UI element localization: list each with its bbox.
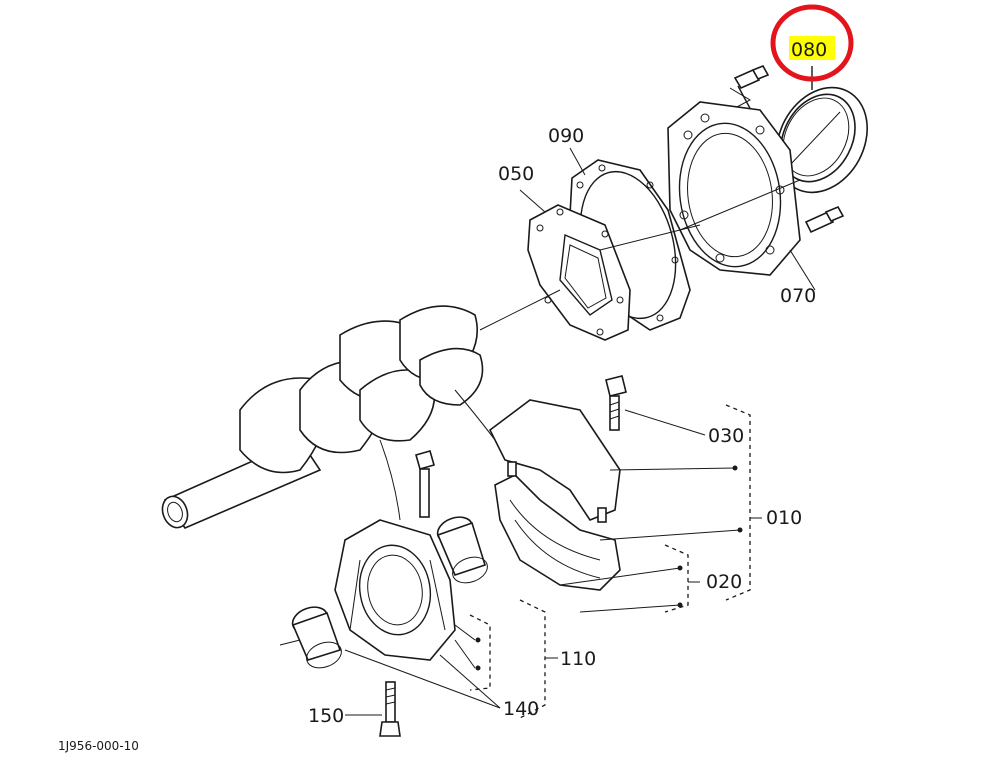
part-label-070[interactable]: 070 — [780, 285, 816, 307]
bolt-030 — [605, 375, 627, 431]
diagram-caption: 1J956-000-10 — [58, 739, 139, 753]
gasket-050 — [527, 204, 631, 341]
bearing-case-070 — [667, 101, 801, 276]
bolt-top — [733, 64, 770, 113]
main-bearing-case-010 — [488, 399, 621, 591]
part-label-150[interactable]: 150 — [308, 705, 344, 727]
highlight-circle — [770, 4, 854, 82]
part-label-090[interactable]: 090 — [548, 125, 584, 147]
crankshaft — [161, 305, 484, 529]
bolt-middle — [415, 450, 435, 518]
label-highlight — [789, 36, 835, 60]
bolt-side — [804, 205, 845, 234]
part-label-110[interactable]: 110 — [560, 648, 596, 670]
bearing-bush-140 — [291, 606, 342, 669]
bolt-150 — [379, 681, 401, 737]
part-label-140[interactable]: 140 — [503, 698, 539, 720]
oil-seal-080 — [776, 86, 868, 194]
part-label-030[interactable]: 030 — [708, 425, 744, 447]
part-label-010[interactable]: 010 — [766, 507, 802, 529]
part-label-020[interactable]: 020 — [706, 571, 742, 593]
part-label-050[interactable]: 050 — [498, 163, 534, 185]
bearing-case-110 — [334, 519, 456, 661]
part-label-080[interactable]: 080 — [791, 39, 827, 61]
bearing-bush-020 — [436, 516, 488, 584]
